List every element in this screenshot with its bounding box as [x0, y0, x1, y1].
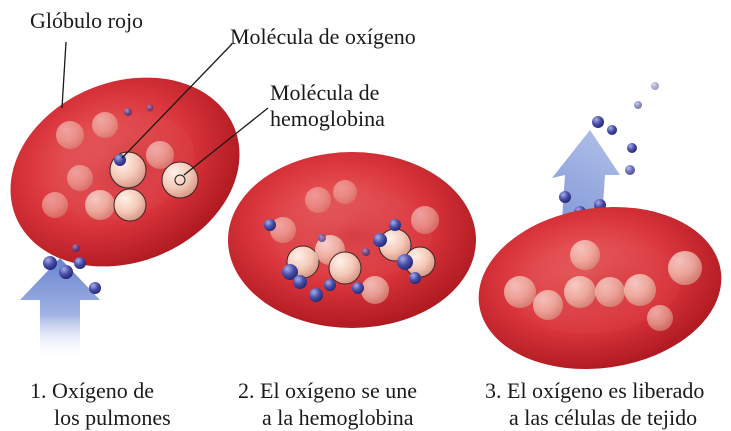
- red-blood-cell-1: [0, 44, 268, 299]
- step-2-caption: 2. El oxígeno se une a la hemoglobina: [238, 377, 417, 431]
- leader-line-red-cell: [62, 42, 66, 108]
- label-hemoglobin-line2: hemoglobina: [270, 106, 385, 132]
- step-1-line2: los pulmones: [30, 404, 171, 431]
- step-1-caption: 1. Oxígeno de los pulmones: [30, 377, 171, 431]
- step-2-line2: a la hemoglobina: [238, 404, 417, 431]
- step-3-caption: 3. El oxígeno es liberado a las células …: [485, 377, 704, 431]
- red-blood-cell-2: [228, 152, 476, 328]
- step-2-line1: 2. El oxígeno se une: [238, 377, 417, 404]
- label-oxygen-molecule: Molécula de oxígeno: [230, 24, 416, 50]
- label-hemoglobin-line1: Molécula de: [270, 80, 379, 106]
- step-3-line1: 3. El oxígeno es liberado: [485, 377, 704, 404]
- label-red-cell: Glóbulo rojo: [30, 8, 143, 34]
- step-1-line1: 1. Oxígeno de: [30, 377, 171, 404]
- red-blood-cell-3: [468, 192, 731, 384]
- step-3-line2: a las células de tejido: [485, 404, 704, 431]
